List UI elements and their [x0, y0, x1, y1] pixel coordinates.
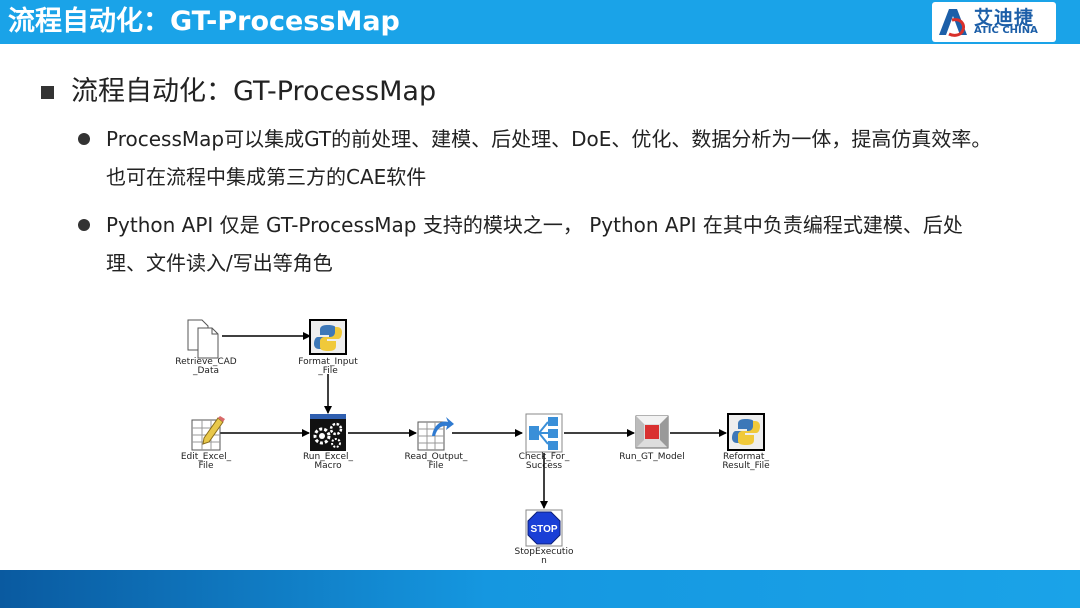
stop-icon[interactable]: STOP — [525, 509, 563, 547]
node-label-check-for-success: Check_For_ Success — [518, 452, 570, 471]
page-title: 流程自动化：GT-ProcessMap — [8, 6, 400, 37]
python-icon[interactable] — [727, 413, 765, 451]
node-label-run-excel-macro: Run_Excel_ Macro — [302, 452, 354, 471]
sub-bullet-text: Python API 仅是 GT-ProcessMap 支持的模块之一， Pyt… — [106, 213, 963, 275]
excel-edit-icon[interactable] — [191, 416, 225, 451]
square-bullet-icon — [41, 86, 54, 99]
node-label-retrieve-cad-data: Retrieve_CAD _Data — [175, 357, 237, 376]
node-label-run-gt-model: Run_GT_Model — [619, 452, 685, 462]
stop-icon-text: STOP — [530, 524, 557, 535]
round-bullet-icon — [78, 133, 90, 145]
gears-icon[interactable] — [310, 414, 346, 451]
gt-model-icon[interactable] — [635, 415, 669, 449]
footer-bar — [0, 570, 1080, 608]
node-label-format-input-file: Format_Input _File — [298, 357, 358, 376]
node-label-stop-execution: StopExecutio n — [514, 547, 574, 566]
logo-english-text: ATIC CHINA — [974, 25, 1038, 36]
process-map-diagram: STOP Retrieve_CAD _Data Format_Input _Fi… — [160, 310, 800, 570]
main-bullet-text: 流程自动化：GT-ProcessMap — [71, 76, 437, 107]
company-logo: 艾迪捷 ATIC CHINA — [932, 2, 1056, 42]
connection-lines — [220, 332, 727, 509]
round-bullet-icon — [78, 219, 90, 231]
table-read-icon[interactable] — [417, 417, 454, 451]
atic-logo-icon — [939, 9, 967, 37]
diagram-canvas: STOP — [187, 319, 765, 547]
python-icon[interactable] — [309, 319, 347, 355]
branch-icon[interactable] — [525, 413, 563, 453]
node-label-read-output-file: Read_Output_ File — [404, 452, 468, 471]
header-bar: 流程自动化：GT-ProcessMap 艾迪捷 ATIC CHINA — [0, 0, 1080, 44]
node-label-reformat-result-file: Reformat_ Result_File — [722, 452, 770, 471]
node-label-edit-excel-file: Edit_Excel_ File — [180, 452, 232, 471]
logo-chinese-text: 艾迪捷 — [974, 7, 1035, 29]
document-icon[interactable] — [187, 319, 219, 359]
sub-bullet-text: ProcessMap可以集成GT的前处理、建模、后处理、DoE、优化、数据分析为… — [106, 127, 992, 189]
